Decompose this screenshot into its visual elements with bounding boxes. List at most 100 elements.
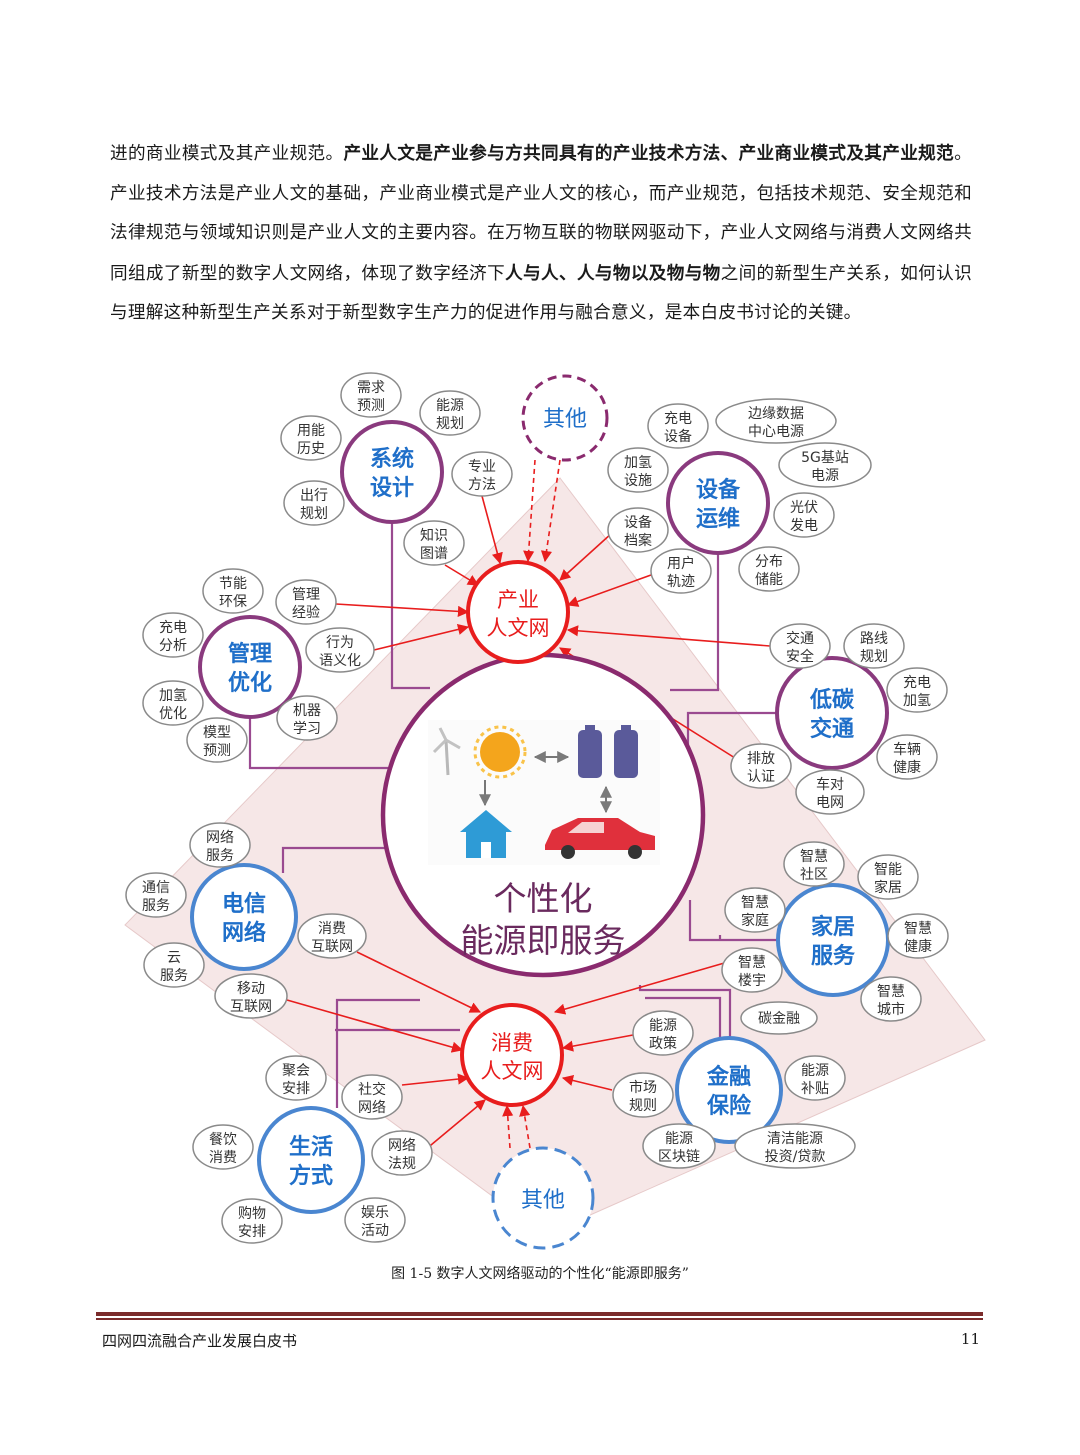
red-arrow (335, 603, 470, 617)
leaf-label: 充电 (903, 675, 931, 691)
connector-line (248, 717, 388, 770)
red-arrow (559, 532, 613, 581)
leaf-carbon-finance: 碳金融 (740, 1001, 818, 1035)
leaf-label: 网络 (206, 830, 234, 846)
other-top-node: 其他 (521, 374, 609, 462)
leaf-label: 互联网 (230, 999, 272, 1015)
leaf-label: 智慧 (800, 849, 828, 865)
leaf-label: 5G基站 (801, 449, 849, 466)
leaf-label: 投资/贷款 (765, 1149, 826, 1165)
battery-icon (578, 725, 638, 778)
leaf-label: 交通 (786, 630, 814, 647)
leaf-label: 用户 (667, 555, 695, 572)
leaf-label: 智慧 (904, 921, 932, 937)
leaf-label: 社区 (800, 867, 828, 883)
leaf-label: 聚会 (282, 1063, 310, 1079)
leaf-label: 家居 (874, 879, 902, 896)
leaf-label: 电网 (816, 795, 844, 811)
leaf-label: 知识 (420, 527, 448, 544)
connector-line (390, 522, 430, 690)
connector-line (281, 846, 400, 873)
leaf-label: 政策 (649, 1035, 677, 1052)
body-paragraph: 进的商业模式及其产业规范。产业人文是产业参与方共同具有的产业技术方法、产业商业模… (110, 134, 972, 334)
leaf-label: 优化 (159, 706, 187, 722)
red-arrow (356, 951, 482, 1013)
leaf-label: 档案 (624, 532, 652, 549)
center-title-line2: 能源即服务 (461, 921, 626, 960)
leaf-nodes: 需求预测能源规划用能历史出行规划专业方法知识图谱充电设备边缘数据中心电源加氢设施… (125, 372, 949, 1244)
leaf-label: 购物 (238, 1206, 266, 1222)
cluster-telecom-label: 网络 (222, 920, 266, 946)
leaf-label: 网络 (358, 1100, 386, 1116)
paragraph-text: 进的商业模式及其产业规范。 (110, 144, 344, 164)
leaf-label: 互联网 (311, 939, 353, 955)
leaf-label: 路线 (860, 631, 888, 647)
leaf-label: 加氢 (624, 455, 652, 471)
leaf-label: 专业 (468, 459, 496, 475)
leaf-label: 碳金融 (758, 1011, 800, 1027)
leaf-label: 加氢 (903, 693, 931, 709)
leaf-label: 楼宇 (738, 973, 766, 989)
red-arrow (481, 495, 503, 565)
leaf-label: 法规 (388, 1156, 416, 1172)
car-icon (545, 818, 655, 859)
red-arrow (523, 459, 536, 563)
leaf-label: 社交 (358, 1081, 386, 1098)
leaf-label: 机器 (293, 703, 321, 719)
leaf-label: 预测 (357, 398, 385, 414)
leaf-label: 云 (167, 950, 181, 966)
leaf-label: 规划 (436, 416, 464, 432)
leaf-label: 用能 (297, 423, 325, 439)
leaf-label: 服务 (160, 968, 188, 984)
leaf-label: 智慧 (877, 984, 905, 1000)
leaf-label: 节能 (219, 576, 247, 592)
leaf-label: 清洁能源 (767, 1131, 823, 1147)
leaf-label: 服务 (142, 898, 170, 914)
leaf-label: 行为 (326, 635, 354, 651)
leaf-label: 方法 (468, 477, 496, 493)
leaf-label: 能源 (649, 1018, 677, 1034)
figure-caption: 图 1-5 数字人文网络驱动的个性化“能源即服务” (391, 1266, 689, 1282)
center-node: 个性化 能源即服务 (380, 652, 706, 978)
leaf-label: 出行 (300, 488, 328, 504)
paragraph-text: 。产业技术方法是产业人文的基础，产业商业模式是产业人文的核心，而产业规范，包括技… (110, 144, 972, 284)
leaf-label: 设施 (624, 473, 652, 489)
red-arrow (540, 459, 561, 563)
leaf-label: 认证 (747, 769, 775, 785)
industry-hub-line1: 产业 (497, 588, 539, 612)
leaf-label: 电源 (811, 468, 839, 484)
leaf-label: 规划 (860, 649, 888, 665)
cluster-nodes: 系统设计设备运维管理优化低碳交通电信网络家居服务金融保险生活方式 (190, 420, 890, 1214)
connector-line (645, 996, 722, 1040)
paragraph-bold-text: 人与人、人与物以及物与物 (505, 262, 721, 284)
